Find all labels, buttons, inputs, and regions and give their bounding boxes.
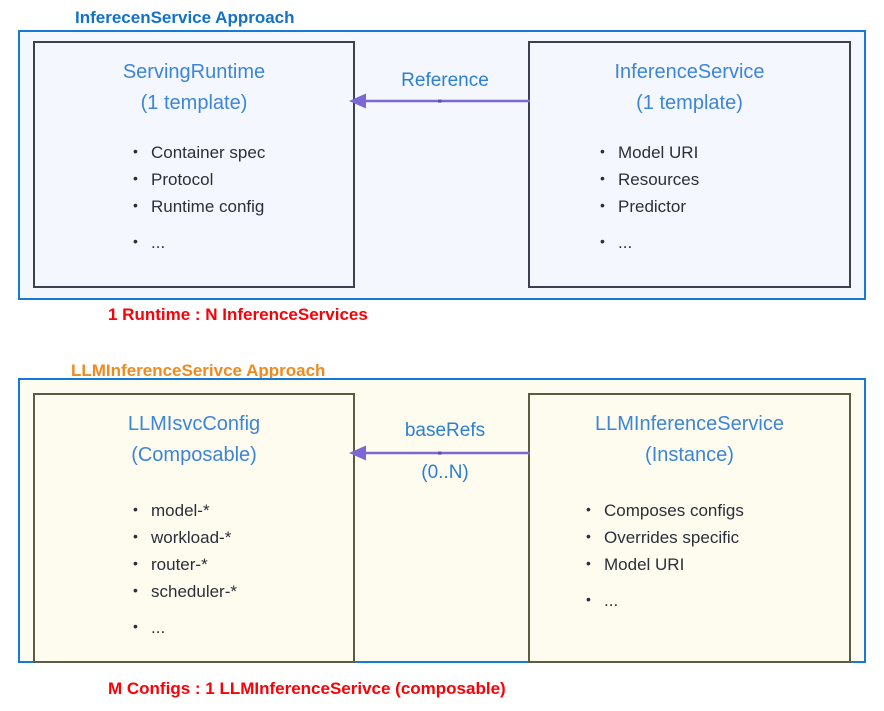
list-item: Composes configs	[586, 496, 849, 524]
list-item: Runtime config	[133, 192, 353, 220]
edge-label-baserefs: baseRefs	[404, 420, 486, 441]
entity-box-llmisvc-config: LLMIsvcConfig (Composable) model-* workl…	[33, 393, 355, 663]
list-item: Overrides specific	[586, 523, 849, 551]
entity-bullets-llmisvc-config: model-* workload-* router-* scheduler-* …	[133, 496, 353, 641]
list-item: model-*	[133, 496, 353, 524]
edge-label-reference: Reference	[401, 70, 489, 91]
list-item: Model URI	[600, 138, 849, 166]
section-title-llminferenceservice-approach: LLMInferenceSerivce Approach	[71, 361, 326, 380]
caption-configs-ratio: M Configs : 1 LLMInferenceSerivce (compo…	[108, 679, 506, 698]
list-item: scheduler-*	[133, 577, 353, 605]
list-item: Predictor	[600, 192, 849, 220]
entity-title-llmisvc-config: LLMIsvcConfig	[127, 413, 261, 435]
list-item: ...	[133, 228, 353, 256]
list-item: Container spec	[133, 138, 353, 166]
caption-runtime-ratio: 1 Runtime : N InferenceServices	[108, 305, 368, 324]
list-item: router-*	[133, 550, 353, 578]
list-item: Resources	[600, 165, 849, 193]
entity-bullets-llm-inference-service: Composes configs Overrides specific Mode…	[586, 496, 849, 614]
entity-subtitle-llmisvc-config: (Composable)	[131, 444, 257, 466]
entity-title-llm-inference-service: LLMInferenceService	[595, 413, 784, 435]
list-item: Protocol	[133, 165, 353, 193]
list-item: workload-*	[133, 523, 353, 551]
list-item: ...	[586, 586, 849, 614]
entity-subtitle-serving-runtime: (1 template)	[140, 92, 248, 114]
section-title-inferenceservice-approach: InferecenService Approach	[75, 8, 295, 27]
entity-bullets-inference-service: Model URI Resources Predictor ...	[600, 138, 849, 256]
entity-bullets-serving-runtime: Container spec Protocol Runtime config .…	[133, 138, 353, 256]
entity-title-inference-service: InferenceService	[614, 61, 765, 83]
entity-subtitle-llm-inference-service: (Instance)	[645, 444, 734, 466]
edge-label-baserefs-cardinality: (0..N)	[421, 462, 469, 483]
list-item: Model URI	[586, 550, 849, 578]
entity-title-serving-runtime: ServingRuntime	[122, 61, 266, 83]
entity-box-llm-inference-service: LLMInferenceService (Instance) Composes …	[528, 393, 851, 663]
entity-box-serving-runtime: ServingRuntime (1 template) Container sp…	[33, 41, 355, 288]
entity-box-inference-service: InferenceService (1 template) Model URI …	[528, 41, 851, 288]
entity-subtitle-inference-service: (1 template)	[636, 92, 743, 114]
list-item: ...	[600, 228, 849, 256]
list-item: ...	[133, 613, 353, 641]
